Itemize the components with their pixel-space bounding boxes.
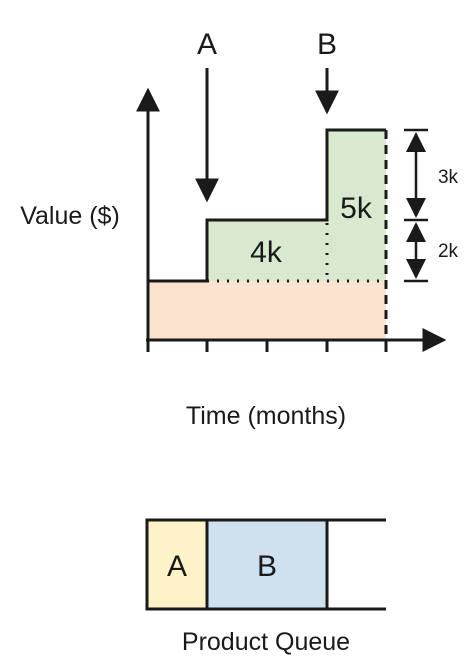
value-step-line bbox=[148, 128, 386, 283]
event-b-label: B bbox=[317, 28, 337, 61]
x-axis-label: Time (months) bbox=[186, 402, 346, 430]
product-queue: A B Product Queue bbox=[145, 518, 386, 656]
gain-b-region bbox=[327, 130, 386, 281]
queue-item-a-label: A bbox=[167, 550, 187, 583]
dimension-bracket bbox=[404, 128, 428, 283]
event-a-label: A bbox=[197, 28, 217, 61]
queue-item-a bbox=[145, 518, 209, 611]
dim-upper-label: 3k bbox=[438, 167, 459, 188]
queue-item-b-label: B bbox=[257, 550, 277, 583]
base-value-region bbox=[148, 281, 386, 341]
y-axis-label: Value ($) bbox=[20, 202, 120, 230]
queue-caption: Product Queue bbox=[182, 628, 350, 656]
queue-item-b bbox=[205, 518, 329, 611]
gain-a-region bbox=[207, 220, 327, 281]
dim-lower-label: 2k bbox=[438, 241, 459, 262]
step-a-value-label: 4k bbox=[250, 236, 283, 269]
step-b-value-label: 5k bbox=[340, 192, 373, 225]
x-axis-ticks bbox=[146, 340, 388, 352]
